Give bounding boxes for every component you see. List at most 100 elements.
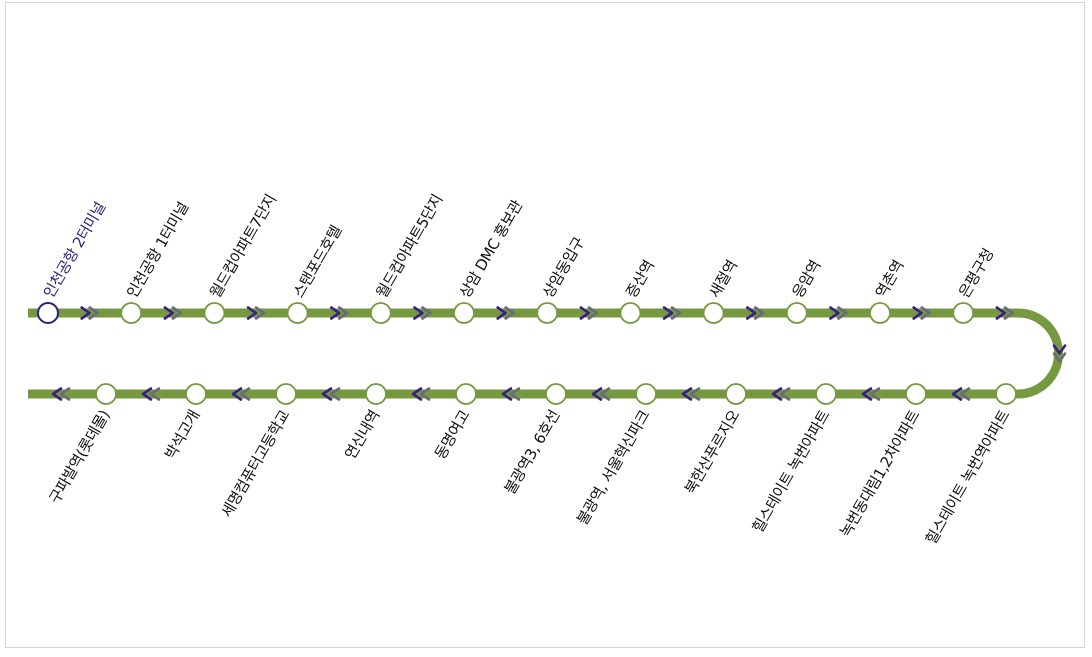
stop-label-top: 증산역 (622, 257, 658, 301)
stop-marker[interactable] (905, 383, 927, 405)
stops-group (37, 302, 1017, 405)
stop-marker[interactable] (635, 383, 657, 405)
reverse-arrow-chevron (771, 387, 783, 401)
stop-label-bottom: 불광역, 서울혁신파크 (573, 407, 653, 528)
stop-marker[interactable] (369, 302, 392, 324)
direction-arrow-chevron (670, 306, 682, 320)
stop-label-bottom: 녹번동대림1,2차아파트 (836, 406, 924, 540)
direction-arrow (163, 306, 183, 320)
reverse-arrow (861, 387, 881, 401)
reverse-arrow-chevron (59, 387, 71, 401)
stop-marker[interactable] (120, 302, 143, 324)
reverse-arrow-chevron (509, 387, 521, 401)
direction-arrow-chevron (80, 306, 91, 320)
direction-arrow-chevron (753, 306, 765, 320)
stop-marker[interactable] (952, 302, 975, 324)
stop-label-bottom: 연신내역 (341, 407, 383, 462)
current-stop-marker[interactable] (37, 302, 59, 324)
stop-marker[interactable] (453, 302, 475, 324)
reverse-arrow-chevron (141, 387, 153, 401)
reverse-arrow-chevron (681, 387, 693, 401)
direction-arrow (246, 306, 266, 320)
reverse-arrow (411, 387, 431, 401)
reverse-arrow (591, 387, 611, 401)
direction-arrows-group (51, 306, 1067, 401)
stop-label-bottom: 북한산푸르지오 (681, 406, 744, 497)
reverse-arrow-chevron (501, 387, 513, 401)
stop-label-top: 인천공항 1터미널 (123, 199, 192, 301)
direction-arrow (995, 306, 1015, 320)
direction-arrow (496, 306, 515, 320)
stop-marker[interactable] (455, 383, 477, 405)
reverse-arrow-chevron (51, 387, 63, 401)
stop-label-bottom: 세명컴퓨터고등학교 (218, 407, 294, 520)
stop-label-top: 역촌역 (872, 257, 908, 301)
stop-marker[interactable] (785, 302, 808, 324)
stop-marker[interactable] (545, 383, 567, 405)
stop-marker[interactable] (619, 302, 642, 324)
reverse-arrow-chevron (779, 387, 791, 401)
reverse-arrow-chevron (321, 387, 333, 401)
direction-arrow-chevron (88, 306, 99, 320)
direction-arrow (912, 306, 931, 320)
reverse-arrow-chevron (599, 387, 611, 401)
stop-label-top: 응암역 (789, 257, 825, 301)
turn-arrow-chevron (1052, 344, 1067, 355)
stop-marker[interactable] (702, 302, 725, 324)
diagram-frame (5, 2, 1085, 648)
route-line-group (28, 308, 1063, 399)
stop-label-bottom: 동명여고 (431, 407, 473, 462)
stop-label-top: 은평구청 (955, 246, 997, 301)
reverse-arrow-chevron (591, 387, 603, 401)
direction-arrow-chevron (171, 306, 183, 320)
stop-label-top: 월드컵아파트7단지 (206, 191, 280, 301)
stop-marker[interactable] (995, 383, 1017, 405)
stop-label-top: 새절역 (705, 257, 741, 301)
stop-marker[interactable] (275, 383, 297, 405)
reverse-arrow-chevron (419, 387, 431, 401)
direction-arrow-chevron (837, 306, 848, 320)
direction-arrow (413, 306, 432, 320)
reverse-arrow (771, 387, 791, 401)
stop-label-bottom: 구파발역(롯데몰) (46, 407, 114, 507)
direction-arrow (745, 306, 765, 320)
stop-marker[interactable] (203, 302, 226, 324)
direction-arrow-chevron (587, 306, 599, 320)
direction-arrow-chevron (1003, 306, 1015, 320)
direction-arrow-chevron (421, 306, 432, 320)
reverse-arrow-chevron (689, 387, 701, 401)
stop-marker[interactable] (536, 302, 559, 324)
stop-label-top: 인천공항 2터미널 (40, 199, 109, 301)
reverse-arrow-chevron (149, 387, 161, 401)
direction-arrow-chevron (995, 306, 1007, 320)
direction-arrow (329, 306, 349, 320)
stop-marker[interactable] (185, 383, 207, 405)
direction-arrow-chevron (246, 306, 258, 320)
stop-marker[interactable] (95, 383, 117, 405)
reverse-arrow (321, 387, 341, 401)
stop-marker[interactable] (869, 302, 891, 324)
reverse-arrow (951, 387, 971, 401)
direction-arrow-chevron (413, 306, 424, 320)
direction-arrow-chevron (163, 306, 175, 320)
reverse-arrow-chevron (959, 387, 971, 401)
stop-label-bottom: 불광역3, 6호선 (501, 407, 564, 497)
stop-marker[interactable] (725, 383, 747, 405)
direction-arrow (829, 306, 848, 320)
direction-arrow-chevron (579, 306, 591, 320)
stop-marker[interactable] (286, 302, 309, 324)
stop-marker[interactable] (365, 383, 387, 405)
direction-arrow-chevron (329, 306, 341, 320)
stop-label-top: 상암동입구 (539, 234, 588, 301)
reverse-arrow-chevron (861, 387, 873, 401)
direction-arrow (80, 306, 99, 320)
reverse-arrow (51, 387, 71, 401)
reverse-arrow-chevron (239, 387, 251, 401)
reverse-arrow (141, 387, 161, 401)
direction-arrow-chevron (829, 306, 840, 320)
direction-arrow-chevron (254, 306, 266, 320)
stop-marker[interactable] (815, 383, 837, 405)
reverse-arrow-chevron (951, 387, 963, 401)
